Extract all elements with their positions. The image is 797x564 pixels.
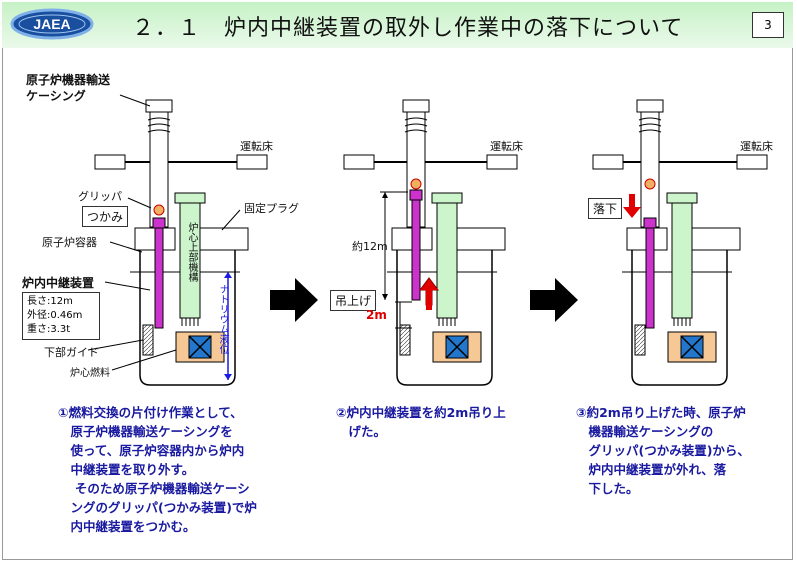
arrow-right-icon <box>270 278 318 322</box>
vessel-label: 原子炉容器 <box>42 236 97 249</box>
panel-1 <box>87 94 268 386</box>
core-fuel-label: 炉心燃料 <box>70 368 110 379</box>
operating-floor-label: 運転床 <box>490 140 523 153</box>
step-2-description: ②炉内中継装置を約2m吊り上 げた。 <box>336 405 506 439</box>
upper-mechanism-label: 炉心上部機構 <box>186 222 197 282</box>
slide-header <box>2 2 793 48</box>
two-meter-label: 2m <box>366 308 387 322</box>
floor-block <box>94 154 126 170</box>
fixed-plug-label: 固定プラグ <box>244 202 299 215</box>
panel-3 <box>592 99 768 386</box>
dimension-12m-label: 約12m <box>352 240 388 253</box>
lower-guide-label: 下部ガイド <box>44 346 99 359</box>
relay-device-lifted <box>411 199 421 301</box>
page-number: 3 <box>752 12 784 38</box>
relay-device <box>154 227 164 329</box>
step-1-description: ①燃料交換の片付け作業として、 原子炉機器輸送ケーシングを 使って、原子炉容器内… <box>58 405 257 534</box>
lift-label: 吊上げ <box>330 290 377 311</box>
jaea-logo: JAEA <box>10 8 94 40</box>
fixed-plug <box>199 227 249 251</box>
spec-length: 長さ:12m <box>27 296 73 307</box>
relay-device-label: 炉内中継装置 <box>22 276 95 290</box>
drop-label: 落下 <box>588 198 623 219</box>
panel-2 <box>343 99 518 386</box>
drop-arrow-icon <box>623 207 641 218</box>
sodium-level-label: ナトリウム液位 <box>217 284 228 354</box>
step-3-description: ③約2m吊り上げた時、原子炉 機器輸送ケーシングの グリッパ(つかみ装置)から、… <box>576 405 750 496</box>
relay-device-dropped <box>645 227 655 329</box>
gripper-label: グリッパ <box>78 190 122 203</box>
arrow-right-icon <box>530 278 578 322</box>
floor-block <box>236 154 268 170</box>
spec-diameter: 外径:0.46m <box>27 310 83 321</box>
operating-floor-label: 運転床 <box>240 140 273 153</box>
operating-floor-label: 運転床 <box>740 140 773 153</box>
spec-weight: 重さ:3.3t <box>27 324 71 335</box>
casing-label: 原子炉機器輸送 ケーシング <box>26 73 111 103</box>
logo-text: JAEA <box>33 16 70 32</box>
spec-box: 長さ:12m 外径:0.46m 重さ:3.3t <box>22 292 100 340</box>
slide-title: ２．１ 炉内中継装置の取外し作業中の落下について <box>132 16 684 41</box>
grab-label: つかみ <box>82 206 129 227</box>
gripper-icon <box>153 204 165 216</box>
